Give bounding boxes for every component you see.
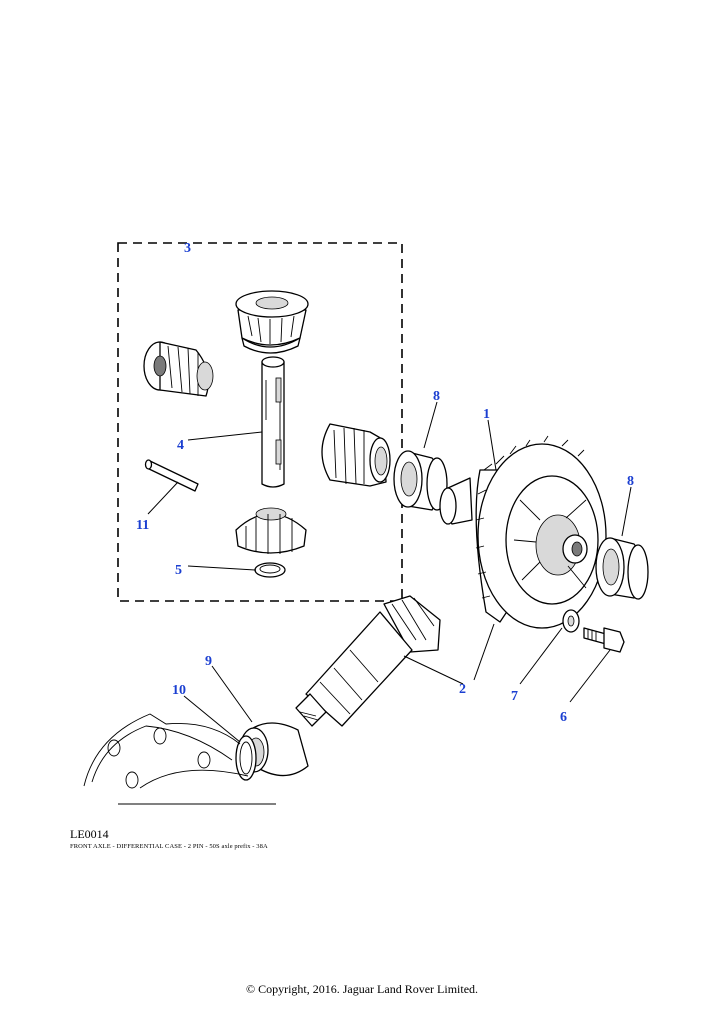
diagram-reference-code: LE0014 — [70, 827, 109, 841]
callout-10: 10 — [172, 683, 186, 698]
axle-housing — [83, 713, 276, 805]
differential-case-crown-wheel[interactable] — [439, 435, 607, 629]
callout-5: 5 — [175, 563, 182, 578]
thrust-washer[interactable] — [254, 562, 286, 578]
callout-8-left: 8 — [433, 389, 440, 404]
crown-wheel-bolt[interactable] — [583, 627, 625, 653]
diagram-caption: FRONT AXLE - DIFFERENTIAL CASE - 2 PIN -… — [70, 843, 268, 850]
callout-1: 1 — [483, 407, 490, 422]
bearing-right[interactable] — [595, 537, 649, 600]
roll-pin[interactable] — [144, 459, 199, 492]
kit-boundary-box — [117, 242, 403, 602]
callout-4: 4 — [177, 438, 184, 453]
lock-washer[interactable] — [562, 609, 580, 633]
cross-shaft-pin[interactable] — [261, 356, 285, 488]
pinion-shim[interactable] — [235, 735, 257, 781]
callout-9: 9 — [205, 654, 212, 669]
bearing-left[interactable] — [393, 450, 448, 511]
side-gear-bottom[interactable] — [235, 507, 307, 554]
copyright-notice: © Copyright, 2016. Jaguar Land Rover Lim… — [245, 982, 479, 996]
side-gear-top[interactable] — [235, 290, 309, 354]
callout-7: 7 — [511, 689, 518, 704]
differential-pinion-left[interactable] — [143, 341, 214, 397]
callout-3: 3 — [184, 241, 191, 256]
side-gear-outer[interactable] — [321, 423, 391, 487]
callout-6: 6 — [560, 710, 567, 725]
leader-lines — [147, 401, 632, 743]
callout-11: 11 — [136, 518, 149, 533]
drive-pinion-shaft[interactable] — [295, 595, 441, 727]
callout-2: 2 — [459, 682, 466, 697]
callout-8-right: 8 — [627, 474, 634, 489]
